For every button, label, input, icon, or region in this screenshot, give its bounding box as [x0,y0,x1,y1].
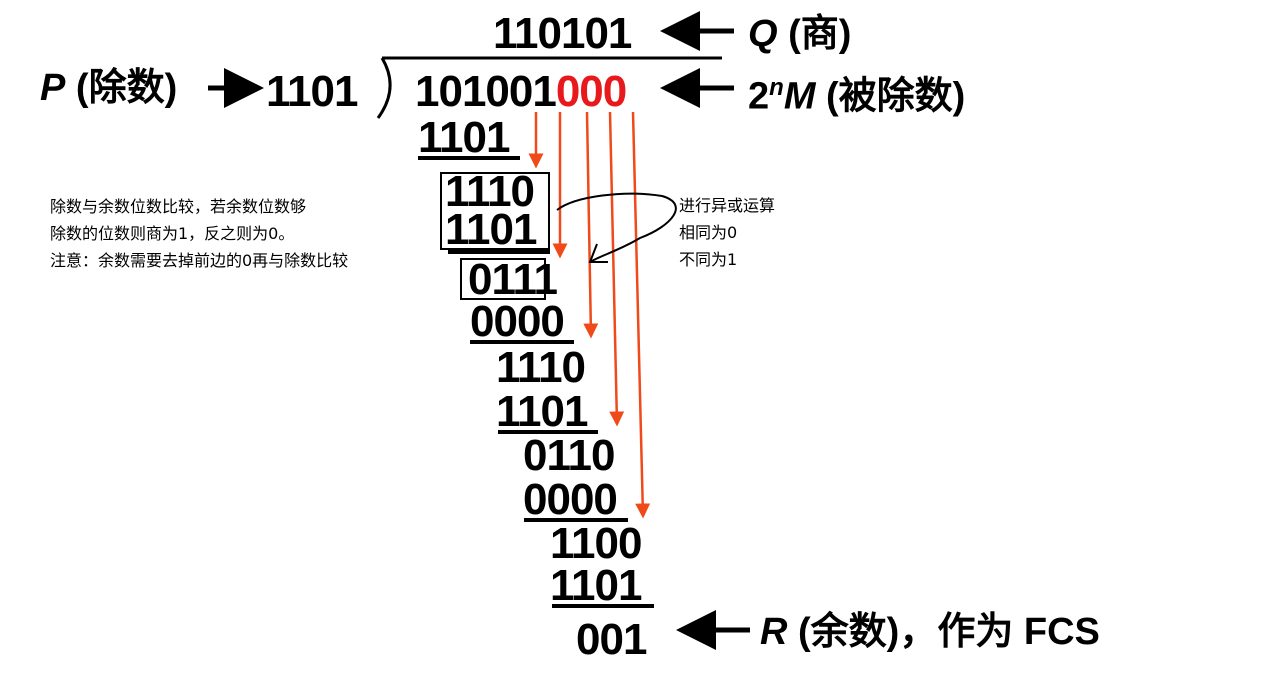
dividend-data-bits: 101001 [415,67,557,116]
dividend-base: 2 [748,75,770,118]
step-underline [524,518,628,522]
step-row: 1100 [550,519,642,568]
remainder-highlight-box [460,258,546,300]
divisor-text: (除数) [75,67,178,109]
dividend-label: 2nM (被除数) [748,68,965,117]
quotient-label: Q (商) [748,14,851,54]
step-row: 1110 [445,167,535,216]
divisor-value: 1101 [266,67,358,116]
right-note-line: 进行异或运算 [679,196,776,215]
quotient-var: Q [748,13,778,55]
step-row: 1101 [445,205,537,254]
divisor-label: P (除数) [40,68,177,108]
step-underline [448,250,550,254]
dividend-value: 101001000 [415,67,627,116]
bring-down-arrow [631,111,651,519]
step-row: 0110 [523,431,615,480]
divisor-var: P [40,67,66,109]
xor-annotation-curve [556,192,677,263]
remainder-label: R (余数)，作为 FCS [760,612,1100,652]
step-row: 0000 [523,475,618,524]
step-underline [418,156,520,160]
left-note-line: 除数与余数位数比较，若余数位数够 [50,197,307,216]
bring-down-arrow [608,111,625,427]
dividend-text: (被除数) [826,75,966,118]
step-row: 0000 [470,297,565,346]
dividend-sup: n [769,74,784,101]
step-row: 1101 [550,561,642,610]
quotient-value: 110101 [493,9,632,58]
right-note: 进行异或运算 相同为0 不同为1 [679,192,775,273]
division-bracket [376,57,392,119]
right-note-line: 不同为1 [679,250,738,269]
step-row: 1101 [496,387,588,436]
dividend-var: M [783,75,816,118]
left-note-line: 注意：余数需要去掉前边的0再与除数比较 [50,251,349,270]
quotient-text: (商) [788,13,852,55]
step-row: 1110 [496,343,586,392]
step-row: 1101 [418,113,510,162]
xor-annotation-arrowhead [588,243,608,263]
left-note-line: 除数的位数则商为1，反之则为0。 [50,224,295,243]
remainder-value: 001 [576,615,647,664]
step-underline [552,604,654,608]
step-underline [498,430,598,434]
left-note: 除数与余数位数比较，若余数位数够 除数的位数则商为1，反之则为0。 注意：余数需… [50,193,348,274]
remainder-text: (余数)，作为 FCS [798,611,1100,653]
xor-operands-box [440,172,550,250]
remainder-var: R [760,611,788,653]
step-row: 0111 [468,255,558,304]
step-underline [470,340,574,344]
right-note-line: 相同为0 [679,223,738,242]
dividend-appended-zeros: 000 [555,67,627,116]
bring-down-arrow [583,111,599,339]
